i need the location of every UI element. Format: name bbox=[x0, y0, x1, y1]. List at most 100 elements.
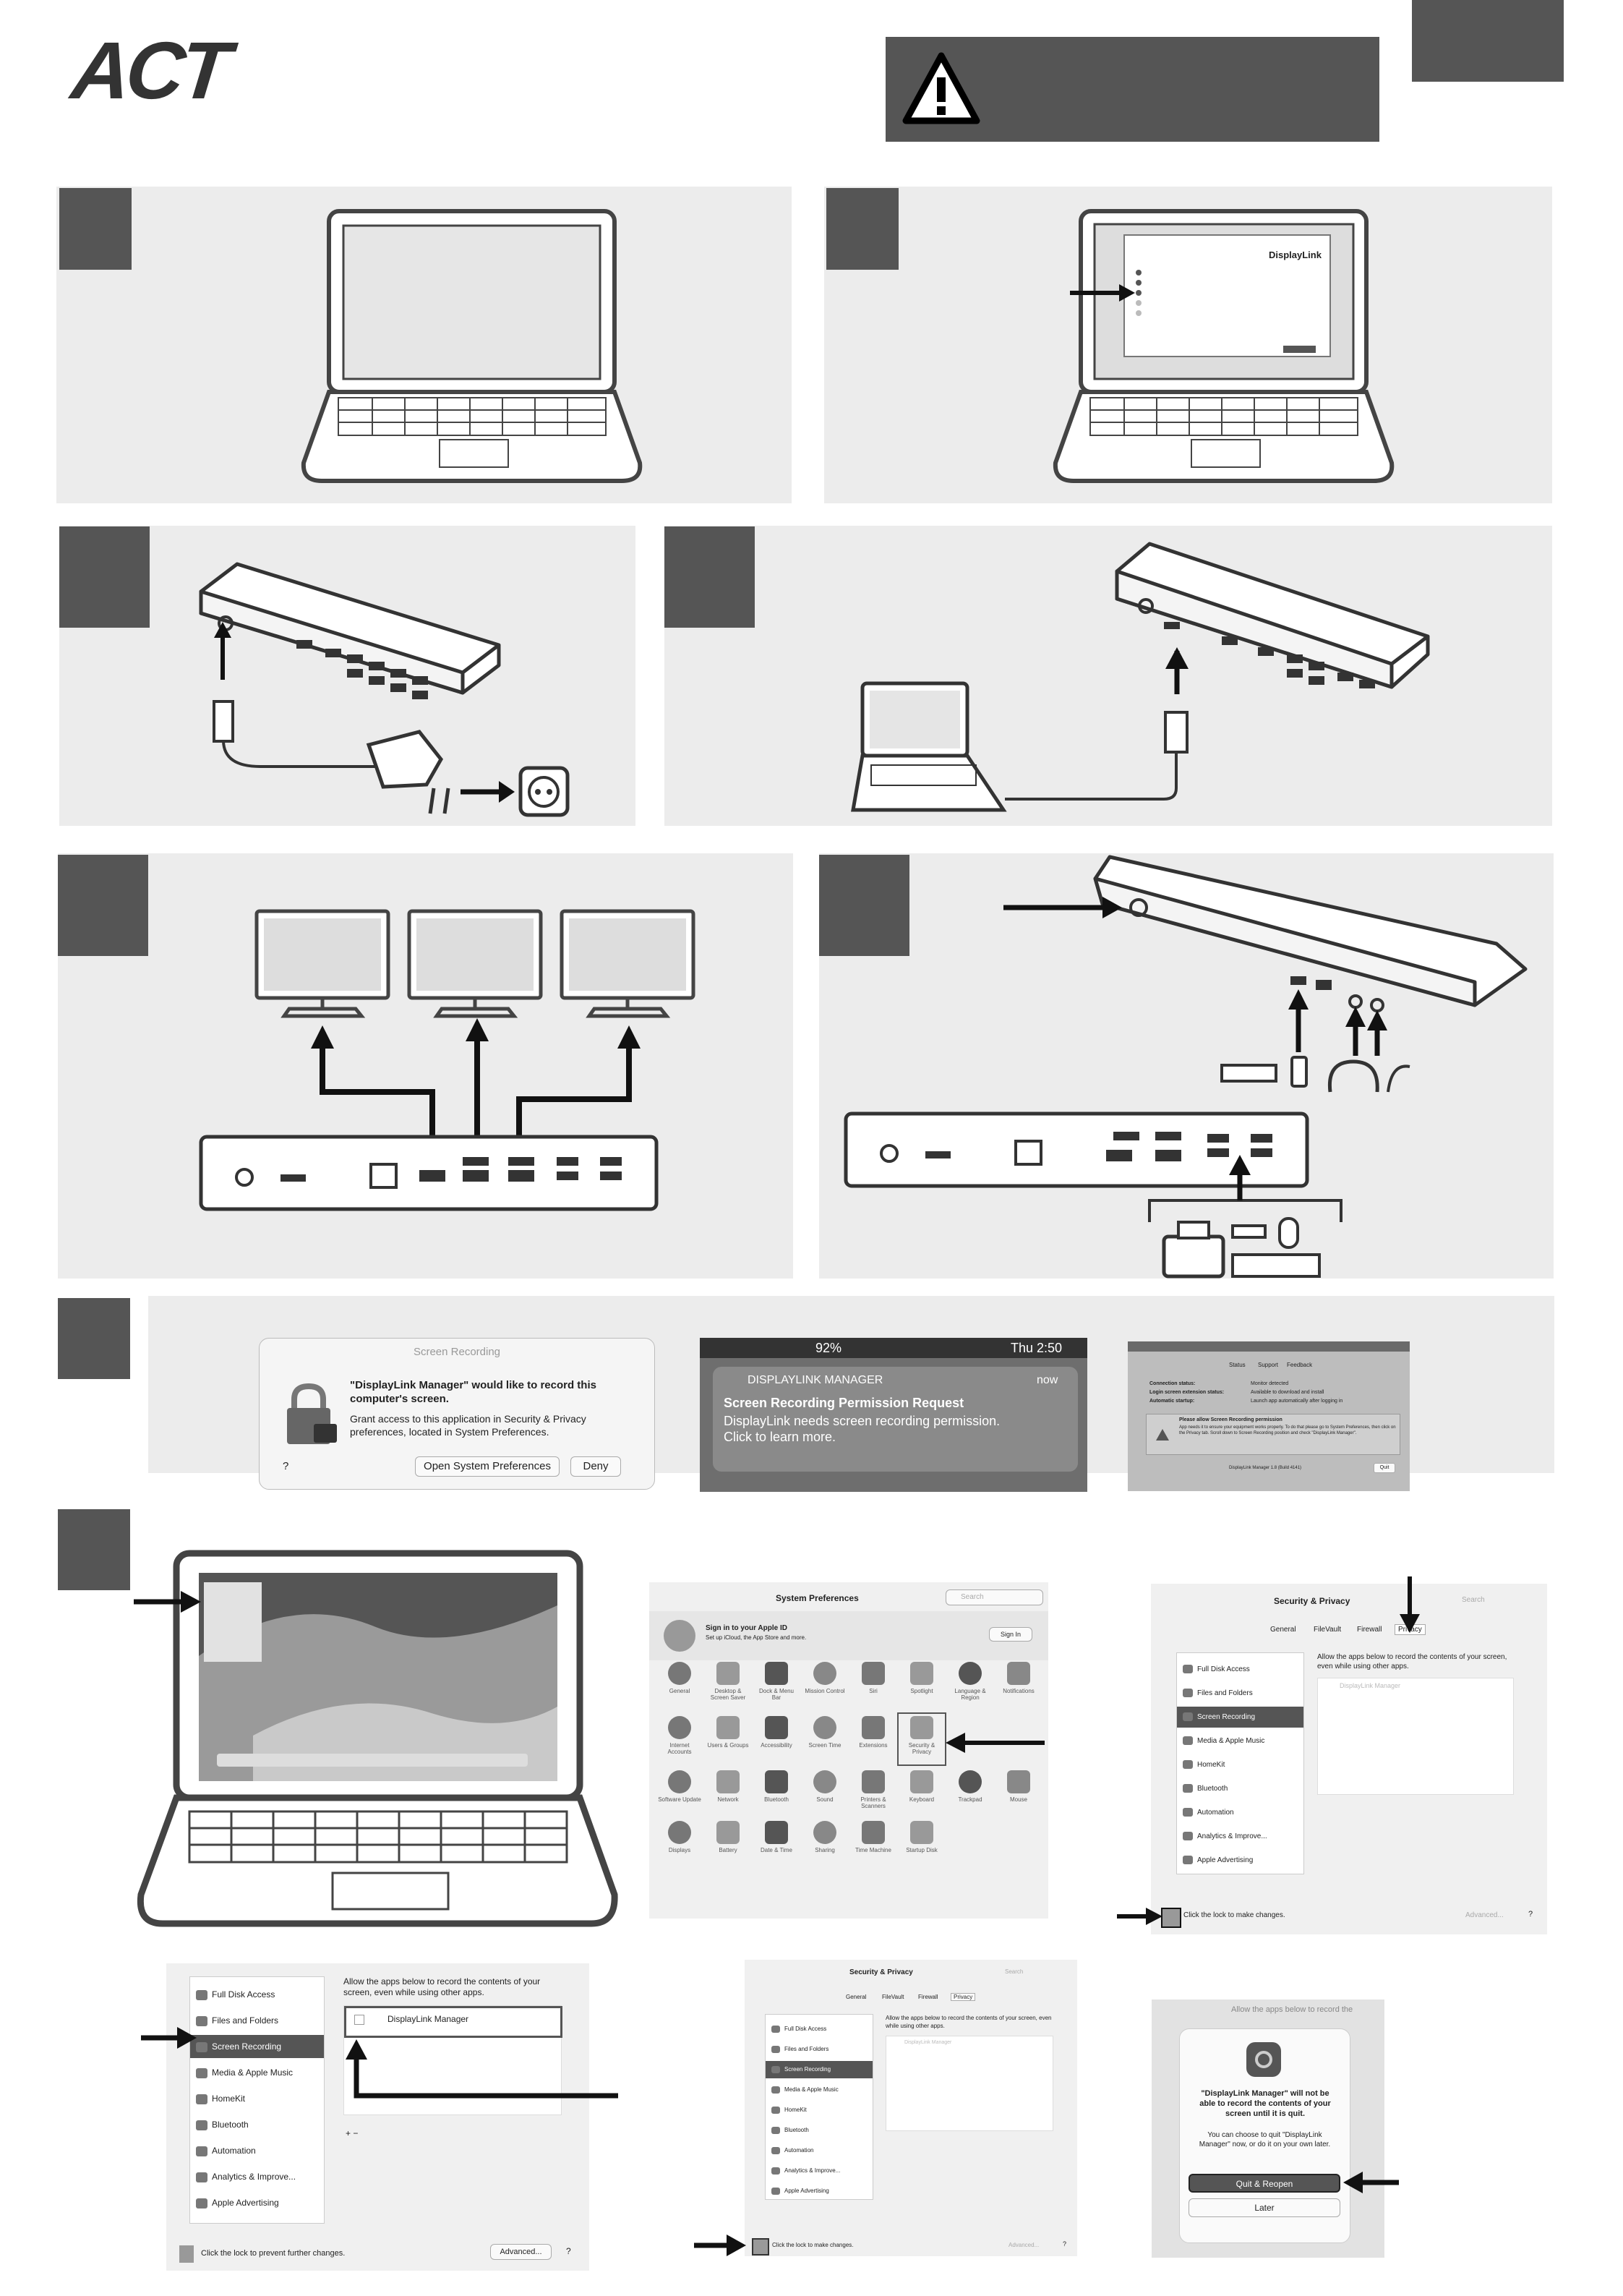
later-button[interactable]: Later bbox=[1189, 2198, 1340, 2217]
quit-bg-text: Allow the apps below to record the bbox=[1231, 2005, 1353, 2014]
deny-button[interactable]: Deny bbox=[570, 1456, 621, 1477]
pref-icon[interactable] bbox=[813, 1662, 836, 1685]
allow-text: Allow the apps below to record the conte… bbox=[886, 2015, 1052, 2029]
open-system-preferences-button[interactable]: Open System Preferences bbox=[415, 1456, 560, 1477]
pref-icon[interactable] bbox=[959, 1770, 982, 1793]
pref-icon[interactable] bbox=[813, 1770, 836, 1793]
help-button[interactable]: ? bbox=[1063, 2240, 1067, 2248]
tab-filevault[interactable]: FileVault bbox=[1314, 1626, 1342, 1634]
privacy-list-item[interactable]: HomeKit bbox=[1177, 1754, 1303, 1775]
app-list-item[interactable]: DisplayLink Manager bbox=[904, 2040, 952, 2045]
privacy-list-item[interactable]: Apple Advertising bbox=[190, 2191, 324, 2214]
sys-prefs-search-input[interactable]: Search bbox=[946, 1589, 1043, 1605]
pref-icon[interactable] bbox=[862, 1821, 885, 1844]
pref-icon[interactable] bbox=[862, 1716, 885, 1739]
tab-firewall[interactable]: Firewall bbox=[1357, 1626, 1382, 1634]
help-button[interactable]: ? bbox=[1528, 1910, 1533, 1919]
pref-icon[interactable] bbox=[959, 1662, 982, 1685]
privacy-list-item[interactable]: HomeKit bbox=[190, 2087, 324, 2110]
pref-label: Internet Accounts bbox=[667, 1742, 692, 1755]
privacy-list-item[interactable]: Full Disk Access bbox=[1177, 1659, 1303, 1680]
privacy-list-item[interactable]: Files and Folders bbox=[766, 2041, 873, 2058]
privacy-list-item[interactable]: Automation bbox=[766, 2142, 873, 2159]
language-tab bbox=[1412, 0, 1564, 82]
sign-in-button[interactable]: Sign In bbox=[989, 1627, 1032, 1642]
notification-screenshot: 92% Thu 2:50 DISPLAYLINK MANAGER now Scr… bbox=[700, 1338, 1087, 1492]
pref-icon[interactable] bbox=[862, 1662, 885, 1685]
pref-icon[interactable] bbox=[910, 1662, 933, 1685]
security-search[interactable]: Search bbox=[1005, 1968, 1024, 1975]
pref-icon[interactable] bbox=[765, 1716, 788, 1739]
tab-privacy[interactable]: Privacy bbox=[951, 1993, 976, 2001]
dl-tab-status[interactable]: Status bbox=[1229, 1362, 1246, 1368]
notification-card[interactable]: DISPLAYLINK MANAGER now Screen Recording… bbox=[713, 1367, 1078, 1472]
tab-general[interactable]: General bbox=[1270, 1626, 1296, 1634]
privacy-list-item[interactable]: Apple Advertising bbox=[766, 2182, 873, 2200]
pref-icon[interactable] bbox=[910, 1716, 933, 1739]
add-remove[interactable]: + − bbox=[346, 2128, 359, 2138]
advanced-button[interactable]: Advanced... bbox=[1465, 1911, 1504, 1919]
privacy-list-item[interactable]: Analytics & Improve... bbox=[1177, 1826, 1303, 1847]
pref-icon[interactable] bbox=[668, 1770, 691, 1793]
tab-general[interactable]: General bbox=[846, 1994, 867, 2000]
quit-reopen-button[interactable]: Quit & Reopen bbox=[1189, 2174, 1340, 2193]
category-icon bbox=[1183, 1689, 1193, 1698]
lock-text: Click the lock to make changes. bbox=[772, 2242, 854, 2248]
privacy-list-item[interactable]: Analytics & Improve... bbox=[766, 2162, 873, 2180]
pref-icon[interactable] bbox=[716, 1821, 740, 1844]
category-icon bbox=[771, 2045, 780, 2053]
security-search[interactable]: Search bbox=[1462, 1596, 1485, 1604]
privacy-list-item[interactable]: Automation bbox=[190, 2139, 324, 2162]
privacy-list-item[interactable]: Media & Apple Music bbox=[190, 2061, 324, 2084]
privacy-list-item[interactable]: Media & Apple Music bbox=[1177, 1730, 1303, 1751]
advanced-button[interactable]: Advanced... bbox=[490, 2244, 552, 2260]
pref-icon[interactable] bbox=[765, 1821, 788, 1844]
pref-icon[interactable] bbox=[716, 1662, 740, 1685]
pref-icon[interactable] bbox=[765, 1770, 788, 1793]
pref-icon[interactable] bbox=[668, 1821, 691, 1844]
privacy-list-item[interactable]: Files and Folders bbox=[1177, 1683, 1303, 1704]
dl-tab-support[interactable]: Support bbox=[1258, 1362, 1279, 1368]
privacy-list-item[interactable]: Analytics & Improve... bbox=[190, 2165, 324, 2188]
help-button[interactable]: ? bbox=[283, 1460, 289, 1472]
dl-quit-button[interactable]: Quit bbox=[1374, 1463, 1395, 1473]
help-button[interactable]: ? bbox=[566, 2246, 571, 2256]
pref-icon[interactable] bbox=[862, 1770, 885, 1793]
privacy-list-item[interactable]: Bluetooth bbox=[766, 2122, 873, 2139]
pref-icon[interactable] bbox=[910, 1821, 933, 1844]
pref-icon[interactable] bbox=[813, 1716, 836, 1739]
tab-firewall[interactable]: Firewall bbox=[918, 1994, 938, 2000]
app-checkbox[interactable] bbox=[354, 2015, 364, 2025]
privacy-list-item[interactable]: Files and Folders bbox=[190, 2009, 324, 2032]
privacy-list-item[interactable]: Screen Recording bbox=[1177, 1707, 1303, 1728]
privacy-list-item[interactable]: Screen Recording bbox=[766, 2061, 873, 2078]
privacy-list-item[interactable]: Bluetooth bbox=[1177, 1778, 1303, 1799]
pref-icon[interactable] bbox=[668, 1716, 691, 1739]
advanced-button[interactable]: Advanced... bbox=[1009, 2242, 1040, 2248]
pref-icon[interactable] bbox=[765, 1662, 788, 1685]
privacy-list-item[interactable]: Full Disk Access bbox=[766, 2020, 873, 2038]
privacy-list-item[interactable]: Media & Apple Music bbox=[766, 2081, 873, 2099]
lock-icon[interactable] bbox=[179, 2245, 194, 2263]
lock-icon[interactable] bbox=[1161, 1908, 1181, 1928]
pref-icon[interactable] bbox=[910, 1770, 933, 1793]
pref-icon[interactable] bbox=[1007, 1770, 1030, 1793]
pref-icon[interactable] bbox=[813, 1821, 836, 1844]
pref-icon[interactable] bbox=[668, 1662, 691, 1685]
privacy-list-item[interactable]: Apple Advertising bbox=[1177, 1850, 1303, 1871]
pref-icon[interactable] bbox=[1007, 1662, 1030, 1685]
tab-filevault[interactable]: FileVault bbox=[882, 1994, 904, 2000]
pref-icon[interactable] bbox=[716, 1716, 740, 1739]
screen-recording-dialog: Screen Recording "DisplayLink Manager" w… bbox=[259, 1338, 655, 1490]
dialog-heading: "DisplayLink Manager" would like to reco… bbox=[350, 1379, 596, 1405]
privacy-list-item[interactable]: Screen Recording bbox=[190, 2035, 324, 2058]
pref-icon[interactable] bbox=[716, 1770, 740, 1793]
app-list-item[interactable]: DisplayLink Manager bbox=[1340, 1682, 1401, 1689]
privacy-list-item[interactable]: Bluetooth bbox=[190, 2113, 324, 2136]
lock-icon[interactable] bbox=[752, 2238, 769, 2256]
dl-tab-feedback[interactable]: Feedback bbox=[1287, 1362, 1313, 1368]
privacy-list-item[interactable]: Full Disk Access bbox=[190, 1983, 324, 2006]
privacy-list-item[interactable]: HomeKit bbox=[766, 2101, 873, 2119]
privacy-list-item[interactable]: Automation bbox=[1177, 1802, 1303, 1823]
